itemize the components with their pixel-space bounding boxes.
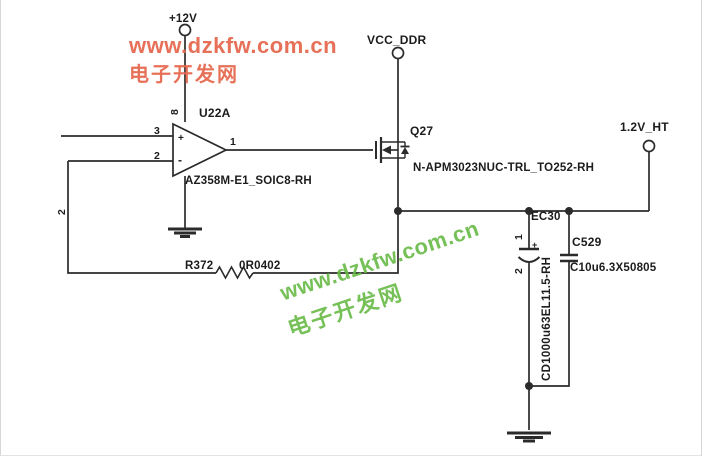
ground-opamp-icon <box>168 227 202 238</box>
power-terminals <box>178 23 656 153</box>
watermark-top-url: www.dzkfw.com.cn <box>129 33 338 58</box>
opamp-pin1-label: 1 <box>230 136 237 148</box>
ec30-pin2-label: 2 <box>513 267 526 275</box>
opamp-pin3-label: 3 <box>154 125 161 137</box>
wire-feedback-left <box>67 161 216 274</box>
ec30-polarity-sign: + <box>532 240 538 250</box>
ground-cap-icon <box>507 431 551 443</box>
terminal-vccddr <box>391 46 405 60</box>
resistor-symbol <box>215 265 254 280</box>
mosfet-partnumber: N-APM3023NUC-TRL_TO252-RH <box>413 162 595 174</box>
feedback-net-label: 2 <box>56 208 69 216</box>
mosfet-refdes: Q27 <box>410 124 434 138</box>
resistor-value: 0R0402 <box>239 260 281 272</box>
net-label-12vht: 1.2V_HT <box>620 120 669 134</box>
ec30-symbol <box>517 247 541 263</box>
junction-dots <box>394 207 573 390</box>
opamp-partnumber: AZ358M-E1_SOIC8-RH <box>185 175 312 187</box>
ec30-partnumber: CD1000u63EL11.5-RH <box>541 256 553 381</box>
c529-refdes: C529 <box>572 235 602 249</box>
mosfet-symbol <box>375 137 410 163</box>
terminal-12v <box>178 23 192 37</box>
terminal-12vht <box>642 139 656 153</box>
mosfet-body-diode <box>401 147 409 154</box>
resistor-refdes: R372 <box>185 260 214 272</box>
c529-symbol <box>560 253 578 263</box>
c529-partnumber: C10u6.3X50805 <box>570 262 657 274</box>
ec30-refdes: EC30 <box>531 211 561 223</box>
wire-c529-bottom <box>529 261 570 387</box>
net-label-12v: +12V <box>169 13 197 25</box>
ec30-pin1-label: 1 <box>513 233 526 241</box>
net-label-vccddr: VCC_DDR <box>367 33 427 47</box>
opamp-symbol <box>172 122 228 178</box>
watermark-top-sitename: 电子开发网 <box>129 64 239 86</box>
opamp-pin8-label: 8 <box>169 108 182 116</box>
opamp-refdes: U22A <box>199 106 231 120</box>
opamp-plus-sign: + <box>178 133 184 144</box>
mosfet-arrow <box>382 145 391 155</box>
opamp-pin2-label: 2 <box>154 150 161 162</box>
opamp-minus-sign: - <box>178 153 182 167</box>
wire-feedback-right <box>253 211 399 274</box>
